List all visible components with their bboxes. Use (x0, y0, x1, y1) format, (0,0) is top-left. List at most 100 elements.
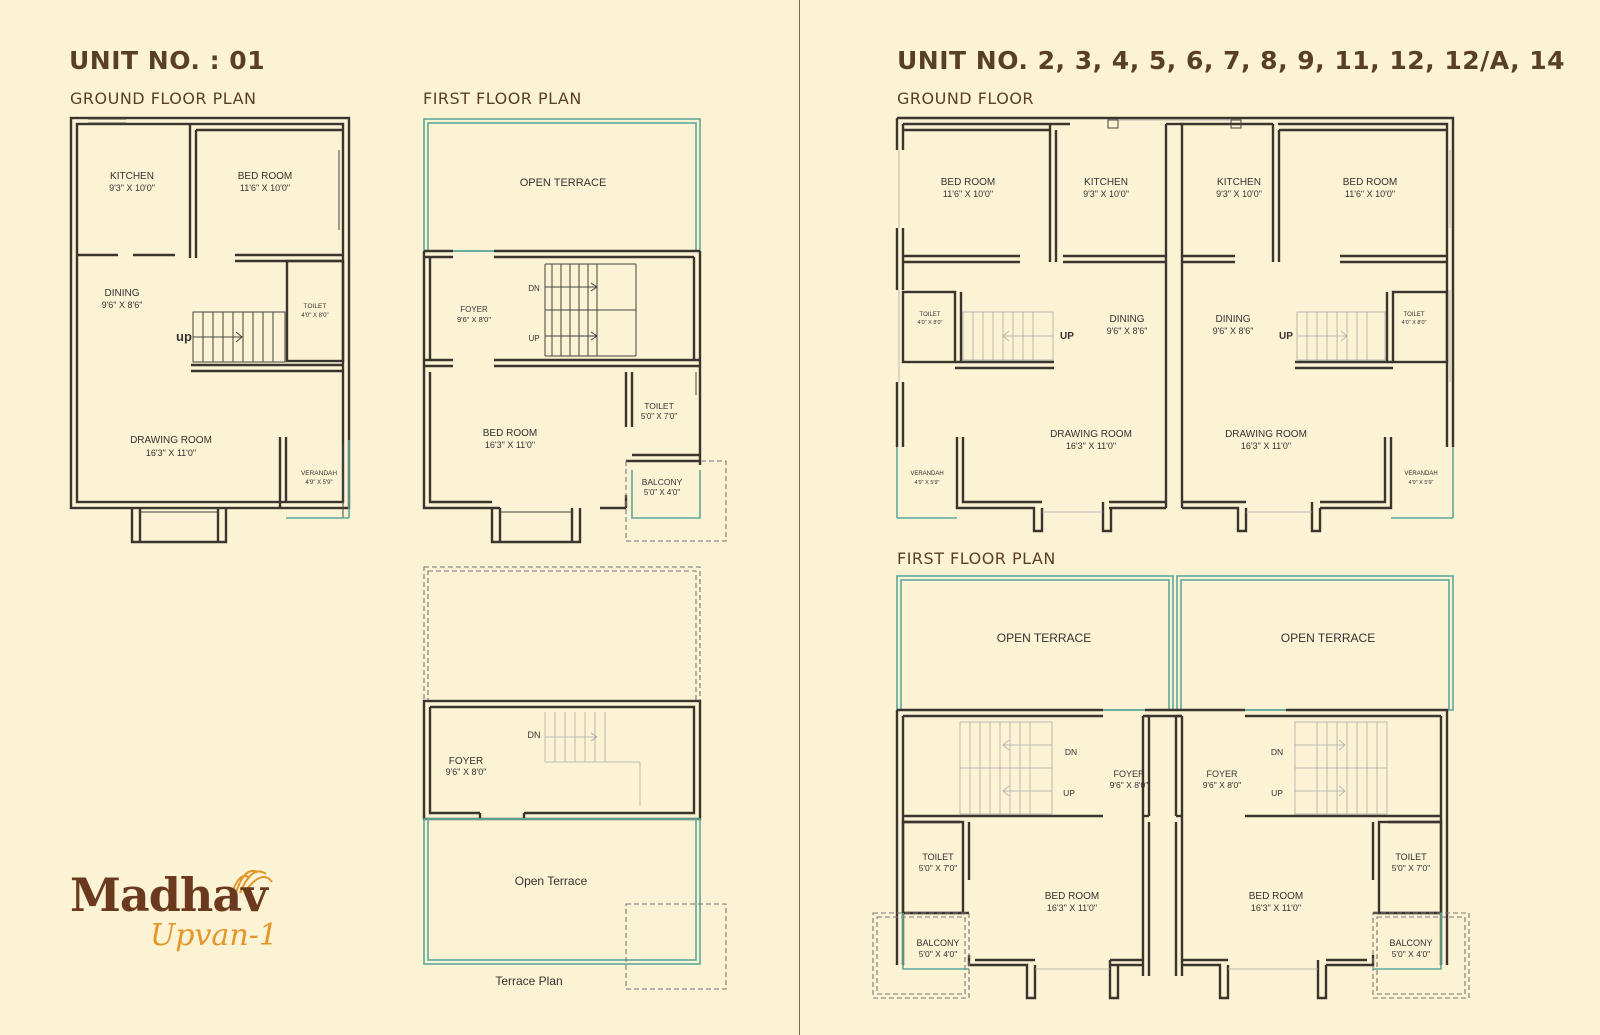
multi-first-stair-right (1294, 721, 1388, 815)
room-label-units-multi-first-foyer-size: 9'6" X 8'0" (1203, 780, 1242, 790)
room-label-units-multi-ground-up: UP (1060, 331, 1074, 342)
unit1-ground-floor-plan (69, 116, 351, 544)
room-label-units-multi-ground-dining-name: DINING (1216, 314, 1251, 325)
room-label-units-multi-first-balcony-size: 5'0" X 4'0" (1392, 949, 1431, 959)
room-label-unit1-terrace-caption: Terrace Plan (495, 974, 562, 988)
room-label-unit1-first-open-terrace: OPEN TERRACE (520, 177, 607, 189)
unit1-first-stair (544, 263, 637, 357)
room-label-unit1-ground-dining-name: DINING (105, 288, 140, 299)
room-label-units-multi-first-toilet-name: TOILET (1395, 852, 1427, 862)
room-label-unit1-first-toilet-name: TOILET (644, 401, 674, 411)
unit1-first-floor-title: FIRST FLOOR PLAN (423, 89, 582, 108)
unit1-ground-labels: KITCHEN 9'3" X 10'0" BED ROOM 11'6" X 10… (102, 171, 338, 486)
unit1-ground-stair (192, 311, 286, 363)
room-label-units-multi-ground-toilet-size: 4'0" X 8'0" (918, 320, 943, 326)
room-label-units-multi-ground-kitchen-name: KITCHEN (1084, 177, 1128, 188)
room-label-units-multi-first-up: UP (1063, 788, 1075, 798)
room-label-unit1-ground-kitchen-size: 9'3" X 10'0" (109, 183, 155, 193)
multi-first-stair-left (959, 721, 1053, 815)
room-label-units-multi-ground-dining-name: DINING (1110, 314, 1145, 325)
multi-ground-floor-plan (895, 116, 1455, 533)
room-label-unit1-ground-bedroom-size: 11'6" X 10'0" (240, 183, 290, 193)
room-label-units-multi-ground-toilet-name: TOILET (920, 312, 941, 318)
room-label-units-multi-first-bedroom-name: BED ROOM (1249, 891, 1303, 902)
multi-first-floor-plan (872, 575, 1470, 1000)
room-label-units-multi-first-balcony-size: 5'0" X 4'0" (919, 949, 958, 959)
room-label-unit1-ground-toilet-size: 4'0" X 8'0" (301, 313, 328, 319)
unit1-terrace-plan (422, 566, 727, 990)
room-label-units-multi-ground-drawing-size: 16'3" X 11'0" (1241, 441, 1291, 451)
multi-ground-stair-right (1296, 311, 1386, 361)
room-label-units-multi-ground-drawing-name: DRAWING ROOM (1225, 429, 1307, 440)
room-label-unit1-terrace-foyer-name: FOYER (449, 756, 483, 767)
room-label-units-multi-ground-dining-size: 9'6" X 8'6" (1213, 326, 1254, 336)
unit1-first-floor-plan (422, 118, 727, 544)
unit1-first-labels: OPEN TERRACE FOYER 9'6" X 8'0" DN UP TOI… (457, 177, 683, 497)
room-label-unit1-first-bedroom-size: 16'3" X 11'0" (485, 440, 535, 450)
room-label-units-multi-first-bedroom-name: BED ROOM (1045, 891, 1099, 902)
multi-ground-stair-left (962, 311, 1054, 361)
room-label-units-multi-first-bedroom-size: 16'3" X 11'0" (1251, 903, 1301, 913)
room-label-units-multi-ground-bedroom-size: 11'6" X 10'0" (943, 189, 993, 199)
room-label-unit1-ground-verandah-name: VERANDAH (301, 470, 337, 477)
room-label-units-multi-ground-up: UP (1279, 331, 1293, 342)
room-label-unit1-first-balcony-name: BALCONY (642, 477, 683, 487)
room-label-units-multi-first-toilet-size: 5'0" X 7'0" (1392, 863, 1431, 873)
room-label-unit1-ground-drawing-size: 16'3" X 11'0" (146, 448, 196, 458)
multi-first-labels: OPEN TERRACE OPEN TERRACE DN UP FOYER 9'… (916, 631, 1432, 959)
room-label-units-multi-ground-bedroom-size: 11'6" X 10'0" (1345, 189, 1395, 199)
room-label-units-multi-first-foyer-name: FOYER (1206, 769, 1238, 779)
room-label-units-multi-ground-kitchen-size: 9'3" X 10'0" (1216, 189, 1262, 199)
room-label-unit1-first-foyer-size: 9'6" X 8'0" (457, 315, 491, 324)
brand-logo-name: Madhav (70, 868, 268, 922)
room-label-units-multi-ground-verandah-size: 4'9" X 5'9" (915, 480, 940, 486)
room-label-units-multi-first-toilet-name: TOILET (922, 852, 954, 862)
multi-ground-labels: BED ROOM 11'6" X 10'0" KITCHEN 9'3" X 10… (910, 177, 1437, 486)
room-label-units-multi-ground-bedroom-name: BED ROOM (941, 177, 995, 188)
room-label-units-multi-ground-drawing-size: 16'3" X 11'0" (1066, 441, 1116, 451)
unit1-terrace-stair (544, 712, 641, 806)
room-label-units-multi-first-balcony-name: BALCONY (1389, 938, 1432, 948)
room-label-units-multi-ground-drawing-name: DRAWING ROOM (1050, 429, 1132, 440)
room-label-units-multi-first-open-terrace: OPEN TERRACE (1281, 631, 1375, 645)
brand-ornament-icon (231, 870, 273, 894)
room-label-units-multi-first-up: UP (1271, 788, 1283, 798)
brand-logo-sub: Upvan-1 (150, 918, 278, 953)
unit1-terrace-labels: DN FOYER 9'6" X 8'0" Open Terrace Terrac… (446, 730, 588, 988)
room-label-units-multi-ground-dining-size: 9'6" X 8'6" (1107, 326, 1148, 336)
room-label-unit1-ground-kitchen-name: KITCHEN (110, 171, 154, 182)
page-divider (799, 0, 800, 1035)
multi-unit-title: UNIT NO. 2, 3, 4, 5, 6, 7, 8, 9, 11, 12,… (897, 46, 1566, 75)
multi-first-floor-title: FIRST FLOOR PLAN (897, 549, 1056, 568)
room-label-units-multi-first-balcony-name: BALCONY (916, 938, 959, 948)
room-label-unit1-terrace-dn: DN (528, 730, 541, 740)
multi-ground-floor-title: GROUND FLOOR (897, 89, 1035, 108)
room-label-units-multi-first-toilet-size: 5'0" X 7'0" (919, 863, 958, 873)
room-label-unit1-ground-bedroom-name: BED ROOM (238, 171, 292, 182)
room-label-units-multi-first-open-terrace: OPEN TERRACE (997, 631, 1091, 645)
room-label-unit1-terrace-foyer-size: 9'6" X 8'0" (446, 767, 487, 777)
room-label-unit1-first-balcony-size: 5'0" X 4'0" (644, 488, 680, 497)
unit1-ground-floor-title: GROUND FLOOR PLAN (70, 89, 257, 108)
room-label-unit1-first-dn: DN (528, 284, 540, 293)
room-label-unit1-ground-toilet-name: TOILET (304, 303, 327, 310)
room-label-unit1-first-bedroom-name: BED ROOM (483, 428, 537, 439)
room-label-unit1-first-foyer-name: FOYER (460, 305, 488, 314)
room-label-unit1-first-toilet-size: 5'0" X 7'0" (641, 412, 677, 421)
room-label-unit1-ground-verandah-size: 4'9" X 5'9" (305, 480, 332, 486)
room-label-unit1-ground-up: up (176, 329, 192, 344)
room-label-units-multi-ground-kitchen-name: KITCHEN (1217, 177, 1261, 188)
room-label-units-multi-first-dn: DN (1271, 747, 1283, 757)
room-label-unit1-first-up: UP (528, 334, 539, 343)
room-label-units-multi-ground-kitchen-size: 9'3" X 10'0" (1083, 189, 1129, 199)
room-label-units-multi-ground-verandah-name: VERANDAH (910, 471, 943, 477)
room-label-units-multi-ground-toilet-name: TOILET (1404, 312, 1425, 318)
room-label-units-multi-first-foyer-name: FOYER (1113, 769, 1145, 779)
room-label-units-multi-ground-verandah-name: VERANDAH (1404, 471, 1437, 477)
room-label-units-multi-ground-verandah-size: 4'9" X 5'9" (1409, 480, 1434, 486)
room-label-units-multi-ground-toilet-size: 4'0" X 8'0" (1402, 320, 1427, 326)
room-label-units-multi-first-bedroom-size: 16'3" X 11'0" (1047, 903, 1097, 913)
room-label-unit1-ground-dining-size: 9'6" X 8'6" (102, 300, 143, 310)
room-label-unit1-ground-drawing-name: DRAWING ROOM (130, 435, 212, 446)
